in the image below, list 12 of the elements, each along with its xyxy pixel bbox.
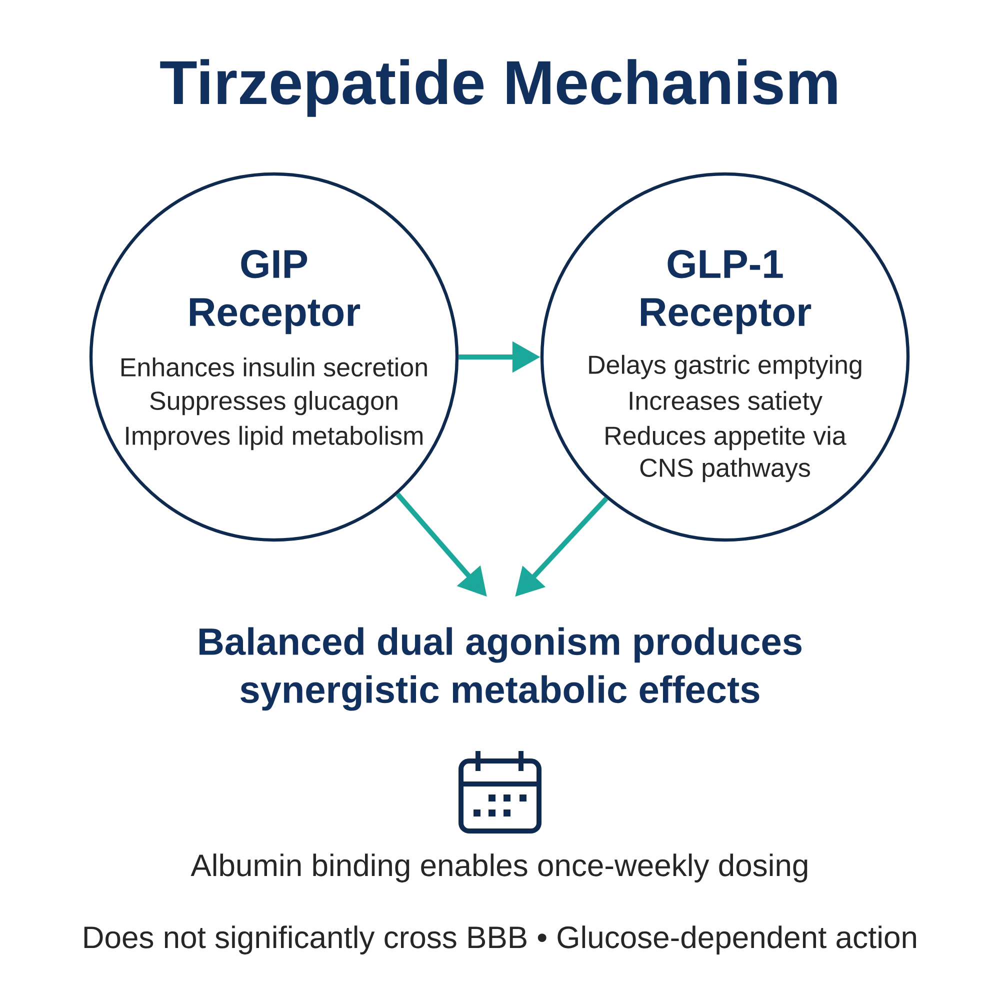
effect-text: Increases satiety <box>630 390 822 416</box>
receptor-heading: GIP Receptor <box>190 250 360 334</box>
effect-text: Suppresses glucagon <box>150 390 398 416</box>
note-text: Does not significantly cross BBB • Glucose-dependent action <box>84 926 916 954</box>
diagram-title: Tirzepatide Mechanism <box>160 59 837 117</box>
effect-text: Enhances insulin secretion <box>121 357 427 377</box>
summary-text: Balanced dual agonism produces synergistic metabolic effects <box>200 627 802 711</box>
effect-text: Delays gastric emptying <box>589 354 862 380</box>
note-text: Albumin binding enables once-weekly dosing <box>190 854 808 882</box>
effect-text: Improves lipid metabolism <box>126 426 422 450</box>
effect-text: Reduces appetite via CNS pathways <box>606 426 846 482</box>
receptor-heading: GLP-1 Receptor <box>641 250 812 334</box>
